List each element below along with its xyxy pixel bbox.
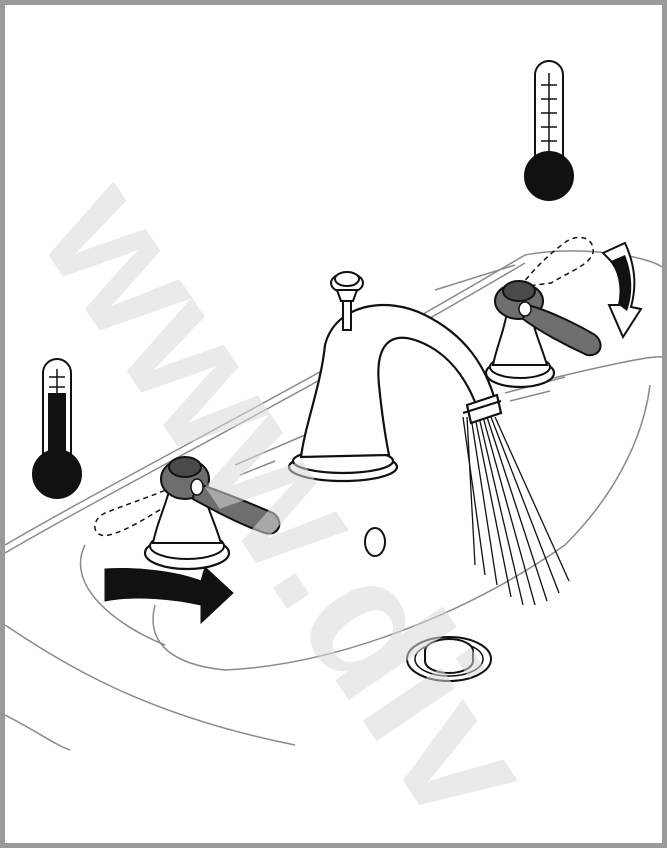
handle-left	[145, 457, 279, 569]
handle-right-ghost	[520, 237, 593, 287]
thermometer-cold-icon	[33, 359, 81, 498]
faucet-illustration	[5, 5, 662, 843]
overflow-hole	[365, 528, 385, 556]
drain-plug	[407, 637, 491, 681]
thermometer-hot-icon	[525, 61, 573, 200]
rotate-arrow-icon	[105, 567, 233, 623]
water-stream	[463, 417, 569, 605]
